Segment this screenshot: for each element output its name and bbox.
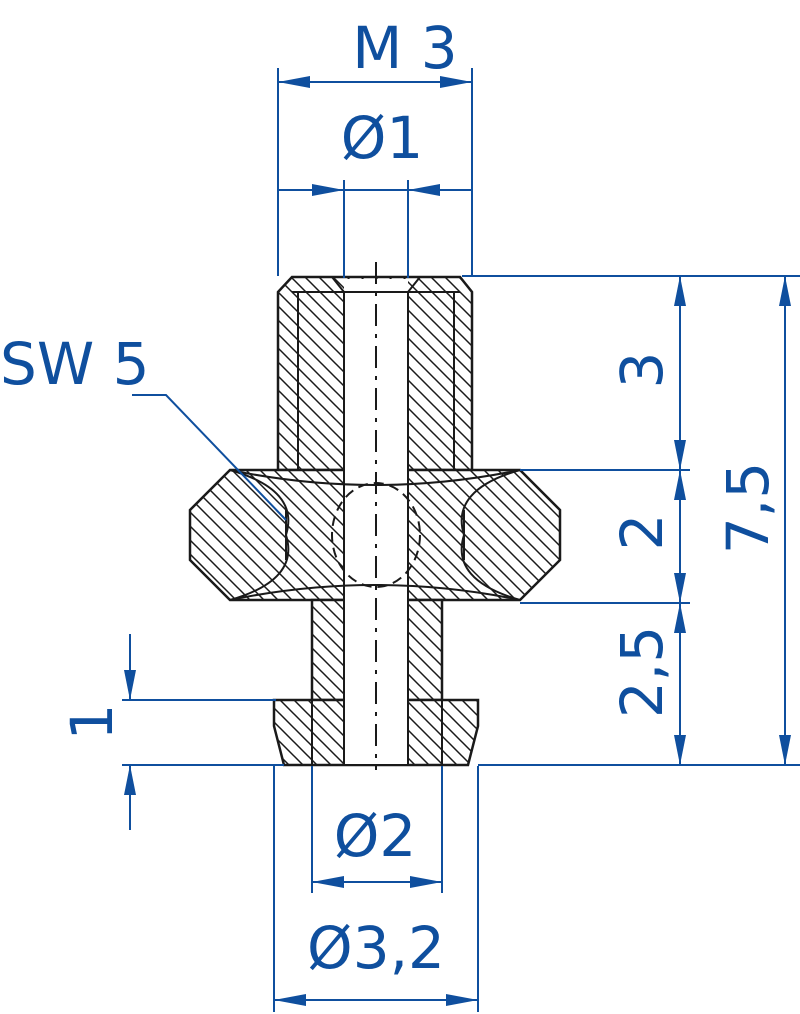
shaft-diameter-label: Ø2: [334, 802, 417, 870]
bore-walls: [343, 292, 409, 765]
dim-hex-height: 2: [608, 470, 686, 603]
dim-total-height: 7,5: [714, 276, 791, 765]
dim-flange-height: 1: [58, 634, 284, 830]
dim-wrench: SW 5: [0, 330, 287, 521]
hex-edges: [285, 510, 465, 560]
flange-height-label: 1: [58, 704, 126, 741]
total-height-label: 7,5: [714, 462, 782, 554]
flange-edge: [311, 700, 443, 765]
dim-top-height: 3: [608, 276, 686, 470]
top-height-label: 3: [608, 352, 676, 389]
dim-shaft-height: 2,5: [608, 603, 686, 765]
dim-extension-lines: [462, 275, 800, 766]
wrench-label: SW 5: [0, 330, 150, 398]
shaft-height-label: 2,5: [608, 626, 676, 718]
thread-label: M 3: [352, 14, 457, 82]
thread-lines: [297, 292, 455, 470]
dim-flange-diameter: Ø3,2: [273, 766, 479, 1012]
part-body: [188, 262, 562, 770]
dimensions: M 3 Ø1 SW 5 3: [0, 14, 800, 1012]
hex-height-label: 2: [608, 514, 676, 551]
dim-shaft-diameter: Ø2: [311, 766, 443, 893]
dim-thread: M 3: [277, 14, 473, 276]
dim-bore: Ø1: [278, 104, 472, 278]
bore-label: Ø1: [341, 104, 424, 172]
flange-diameter-label: Ø3,2: [307, 914, 445, 982]
